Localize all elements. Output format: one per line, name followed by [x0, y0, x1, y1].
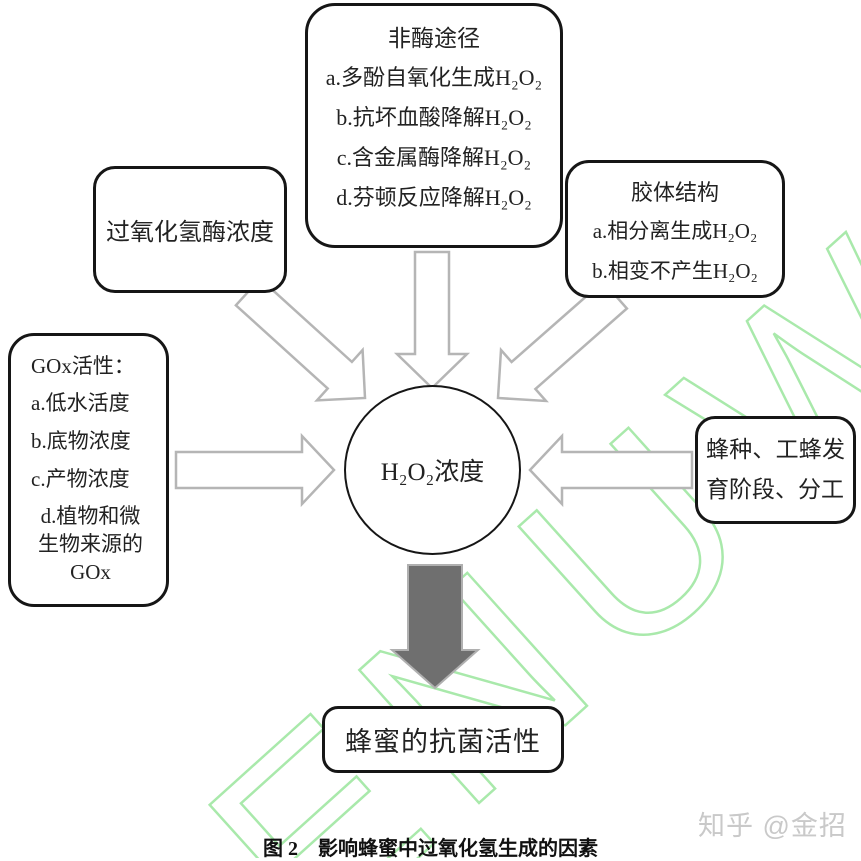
- arrow-nonenzymatic-to-center: [393, 250, 471, 390]
- colloid-item-a: a.相分离生成H₂O₂: [592, 219, 758, 243]
- node-bee-factors: 蜂种、工蜂发育阶段、分工: [695, 416, 856, 524]
- credit-watermark: 知乎 @金招: [698, 811, 847, 841]
- result-label: 蜂蜜的抗菌活性: [345, 727, 541, 757]
- bee-label: 蜂种、工蜂发育阶段、分工: [706, 437, 845, 502]
- figure-caption: 图 2 影响蜂蜜中过氧化氢生成的因素: [263, 838, 598, 860]
- arrow-center-to-result: [389, 564, 481, 690]
- arrow-catalase-to-center: [234, 276, 367, 402]
- colloid-title: 胶体结构: [630, 180, 719, 205]
- node-antibacterial-activity: 蜂蜜的抗菌活性: [322, 706, 564, 773]
- catalase-label: 过氧化氢酶浓度: [106, 220, 274, 246]
- gox-item-c: c.产物浓度: [31, 467, 130, 491]
- non-enzymatic-item-b: b.抗坏血酸降解H₂O₂: [336, 105, 532, 130]
- node-non-enzymatic-pathways: 非酶途径 a.多酚自氧化生成H₂O₂ b.抗坏血酸降解H₂O₂ c.含金属酶降解…: [305, 3, 563, 248]
- arrow-bee-to-center: [528, 432, 694, 508]
- non-enzymatic-item-d: d.芬顿反应降解H₂O₂: [336, 185, 532, 210]
- h2o2-label: H₂O₂浓度: [380, 459, 485, 486]
- gox-title: GOx活性：: [31, 354, 135, 378]
- node-gox-activity: GOx活性： a.低水活度 b.底物浓度 c.产物浓度 d.植物和微生物来源的G…: [8, 333, 169, 607]
- node-h2o2-concentration: H₂O₂浓度: [344, 385, 521, 555]
- gox-item-b: b.底物浓度: [31, 429, 131, 453]
- non-enzymatic-title: 非酶途径: [388, 26, 480, 51]
- node-colloid-structure: 胶体结构 a.相分离生成H₂O₂ b.相变不产生H₂O₂: [565, 160, 785, 298]
- arrow-gox-to-center: [174, 432, 336, 508]
- non-enzymatic-item-a: a.多酚自氧化生成H₂O₂: [325, 65, 543, 90]
- arrow-colloid-to-center: [496, 279, 629, 403]
- colloid-item-b: b.相变不产生H₂O₂: [592, 259, 758, 283]
- gox-item-d: d.植物和微生物来源的GOx: [38, 504, 143, 584]
- node-catalase-concentration: 过氧化氢酶浓度: [93, 166, 287, 293]
- non-enzymatic-item-c: c.含金属酶降解H₂O₂: [336, 145, 532, 170]
- gox-item-a: a.低水活度: [31, 391, 130, 415]
